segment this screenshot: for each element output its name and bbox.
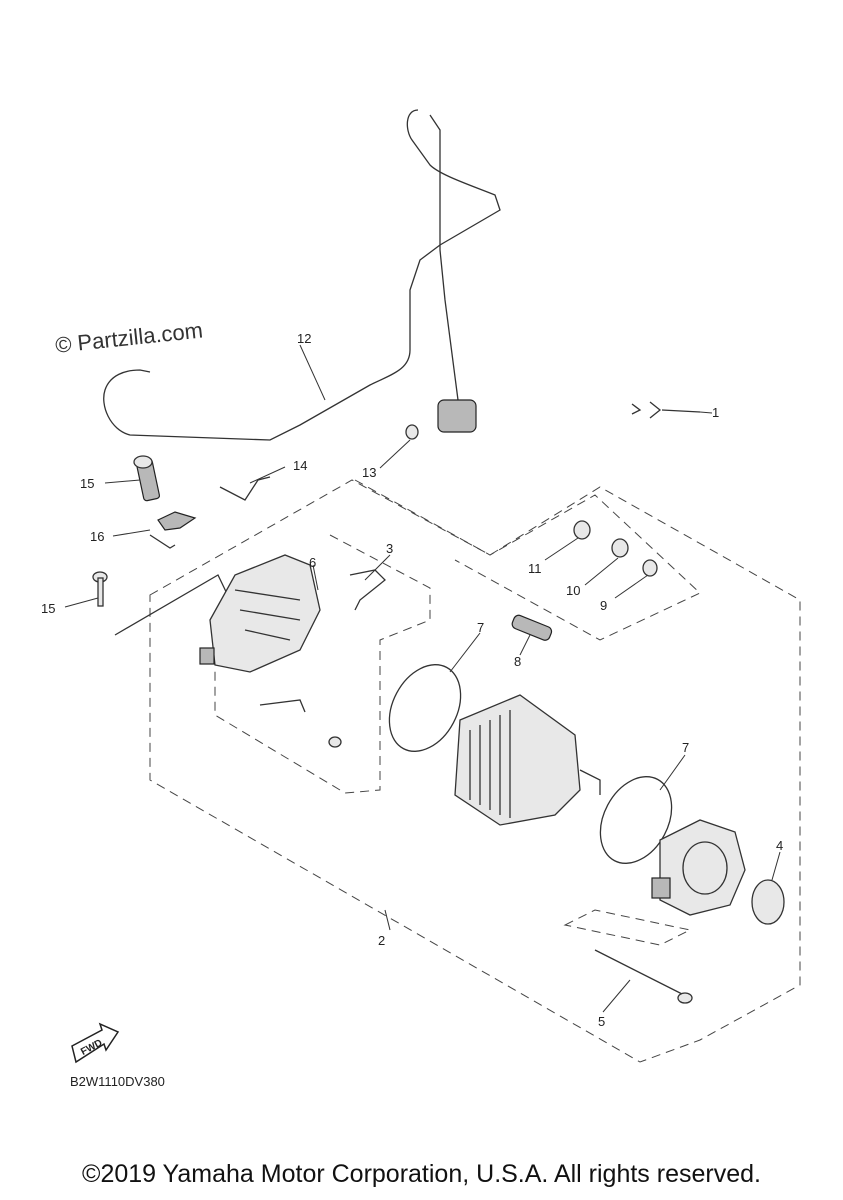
o-ring-7-lower — [599, 776, 673, 864]
brush-set-outline — [214, 534, 431, 794]
bolt-5-outline — [563, 909, 692, 946]
callout-15-top: 15 — [80, 476, 94, 491]
callout-13: 13 — [362, 465, 376, 480]
brush-holder-assy — [199, 554, 386, 748]
callout-9: 9 — [600, 598, 607, 613]
callout-12: 12 — [297, 331, 311, 346]
cable-connector — [437, 399, 477, 433]
bolt-1 — [631, 401, 701, 419]
nut-11 — [573, 520, 591, 540]
callout-6: 6 — [309, 555, 316, 570]
bolt-15-lower — [92, 571, 108, 607]
nut-9 — [642, 559, 658, 577]
copyright-notice: ©2019 Yamaha Motor Corporation, U.S.A. A… — [82, 1160, 761, 1188]
fwd-arrow-icon: FWD — [71, 1022, 120, 1064]
armature — [454, 694, 601, 826]
callout-10: 10 — [566, 583, 580, 598]
front-cover — [651, 819, 746, 916]
leader-lines — [64, 344, 781, 1013]
callout-5: 5 — [598, 1014, 605, 1029]
brush-8 — [511, 614, 553, 641]
clip-16 — [149, 511, 197, 549]
callout-7-upper: 7 — [477, 620, 484, 635]
starter-cable — [103, 109, 501, 441]
callout-7-lower: 7 — [682, 740, 689, 755]
o-ring-7-upper — [388, 664, 462, 752]
washer-13 — [405, 424, 419, 440]
assembly-outline — [149, 479, 801, 1063]
bracket-14 — [219, 476, 271, 501]
callout-11: 11 — [528, 561, 542, 576]
bolt-15-top — [133, 455, 161, 502]
washer-10 — [611, 538, 629, 558]
cap-4 — [751, 879, 785, 925]
callout-1: 1 — [712, 405, 719, 420]
callout-3: 3 — [386, 541, 393, 556]
bolt-set-outline — [354, 479, 701, 641]
callout-15-lower: 15 — [41, 601, 55, 616]
callout-2: 2 — [378, 933, 385, 948]
bolt-5 — [594, 949, 689, 998]
callout-14: 14 — [293, 458, 307, 473]
callout-16: 16 — [90, 529, 104, 544]
diagram-code: B2W1110DV380 — [70, 1074, 165, 1089]
callout-8: 8 — [514, 654, 521, 669]
callout-4: 4 — [776, 838, 783, 853]
